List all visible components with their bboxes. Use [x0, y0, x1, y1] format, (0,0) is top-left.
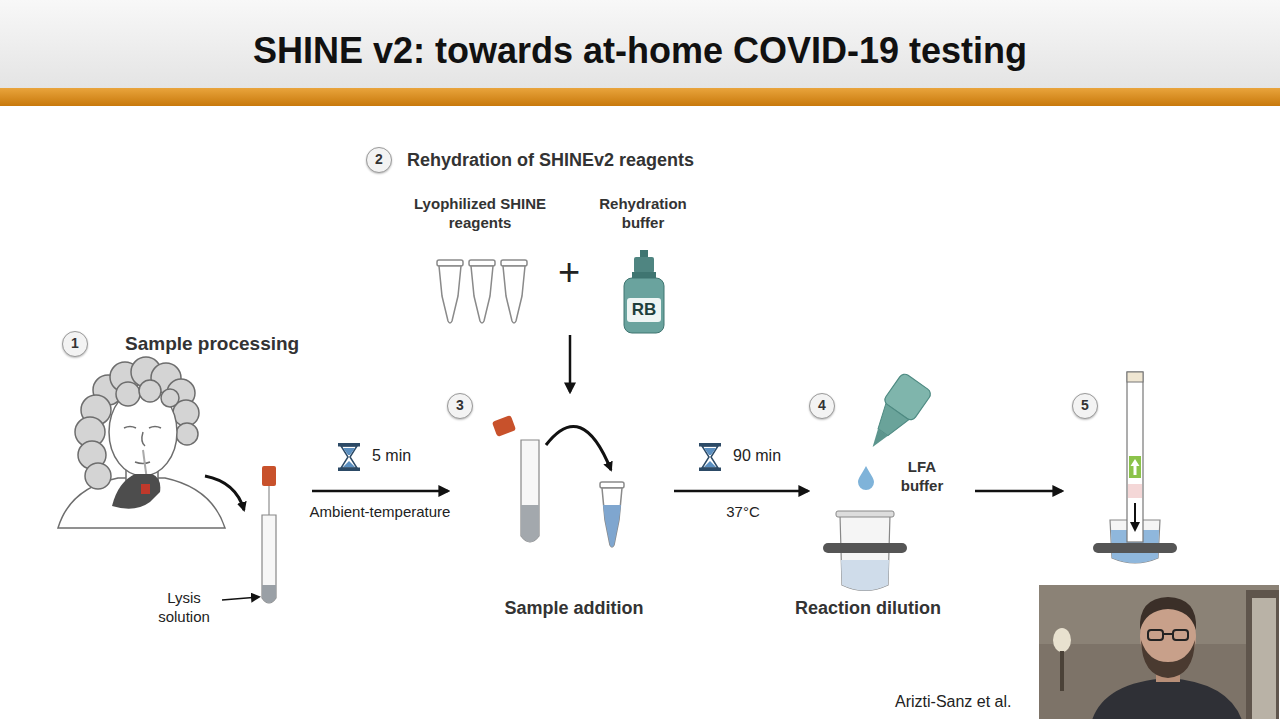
bottle-cap [634, 257, 654, 273]
condition-label: Ambient-temperature [280, 503, 480, 520]
bottle-outline [620, 250, 668, 334]
flow-arrow [569, 335, 572, 392]
step-heading: Rehydration of SHINEv2 reagents [407, 149, 694, 172]
webcam-inset [1038, 584, 1280, 720]
step-panel: 2 Rehydration of SHINEv2 reagentsLyophili… [365, 145, 720, 335]
transfer-arrow [546, 426, 611, 470]
hourglass-icon [338, 443, 360, 471]
leader-line [222, 597, 259, 600]
step-panel: 4Reaction dilutionLFA buffer [808, 392, 975, 620]
callout-label: Lysis solution [144, 589, 224, 627]
dropper-bottle [858, 372, 933, 457]
buffer-drop [858, 466, 874, 490]
flow-arrow [674, 490, 808, 493]
step-heading: Reaction dilution [768, 597, 968, 620]
step-panel: 5 [1062, 368, 1200, 565]
reagent-label: Rehydration buffer [593, 195, 693, 233]
hourglass-icon [699, 443, 721, 471]
citation: Arizti-Sanz et al. [895, 693, 1011, 711]
step-panel: 3Sample addition [448, 392, 674, 620]
reagent-bottle: RB [620, 250, 668, 334]
edge-label: 90 min [733, 447, 781, 465]
step-number: 3 [447, 393, 473, 419]
step-heading: Sample addition [474, 597, 674, 620]
condition-label: 37°C [693, 503, 793, 520]
person-illustration [58, 357, 225, 528]
step-heading: Sample processing [125, 332, 299, 356]
header-bar [0, 0, 1280, 88]
reagent-tubes [437, 260, 527, 323]
step-number: 4 [809, 393, 835, 419]
bottle-label: RB [620, 299, 668, 320]
flow-arrow [312, 490, 448, 493]
step-number: 1 [62, 331, 88, 357]
accent-band [0, 88, 1280, 106]
dilution-cup [823, 511, 907, 591]
slide-title: SHINE v2: towards at-home COVID-19 testi… [0, 30, 1280, 72]
reagent-label: LFA buffer [892, 458, 952, 496]
lysis-tube [262, 466, 276, 603]
flow-direction-arrow [1134, 503, 1136, 530]
step-number: 2 [366, 147, 392, 173]
plus-sign: + [549, 251, 589, 294]
reaction-tube [600, 482, 624, 547]
motion-arrow [205, 476, 244, 510]
bottle-neck [632, 272, 656, 278]
reagent-label: Lyophilized SHINE reagents [400, 195, 560, 233]
flow-arrow [975, 490, 1062, 493]
step-number: 5 [1072, 393, 1098, 419]
lateral-flow-strip [1093, 372, 1177, 563]
edge-label: 5 min [372, 447, 411, 465]
sample-tube [492, 415, 539, 542]
step-panel: 1 Sample processingLysis solution [55, 325, 312, 630]
bottle-tip [640, 250, 648, 258]
